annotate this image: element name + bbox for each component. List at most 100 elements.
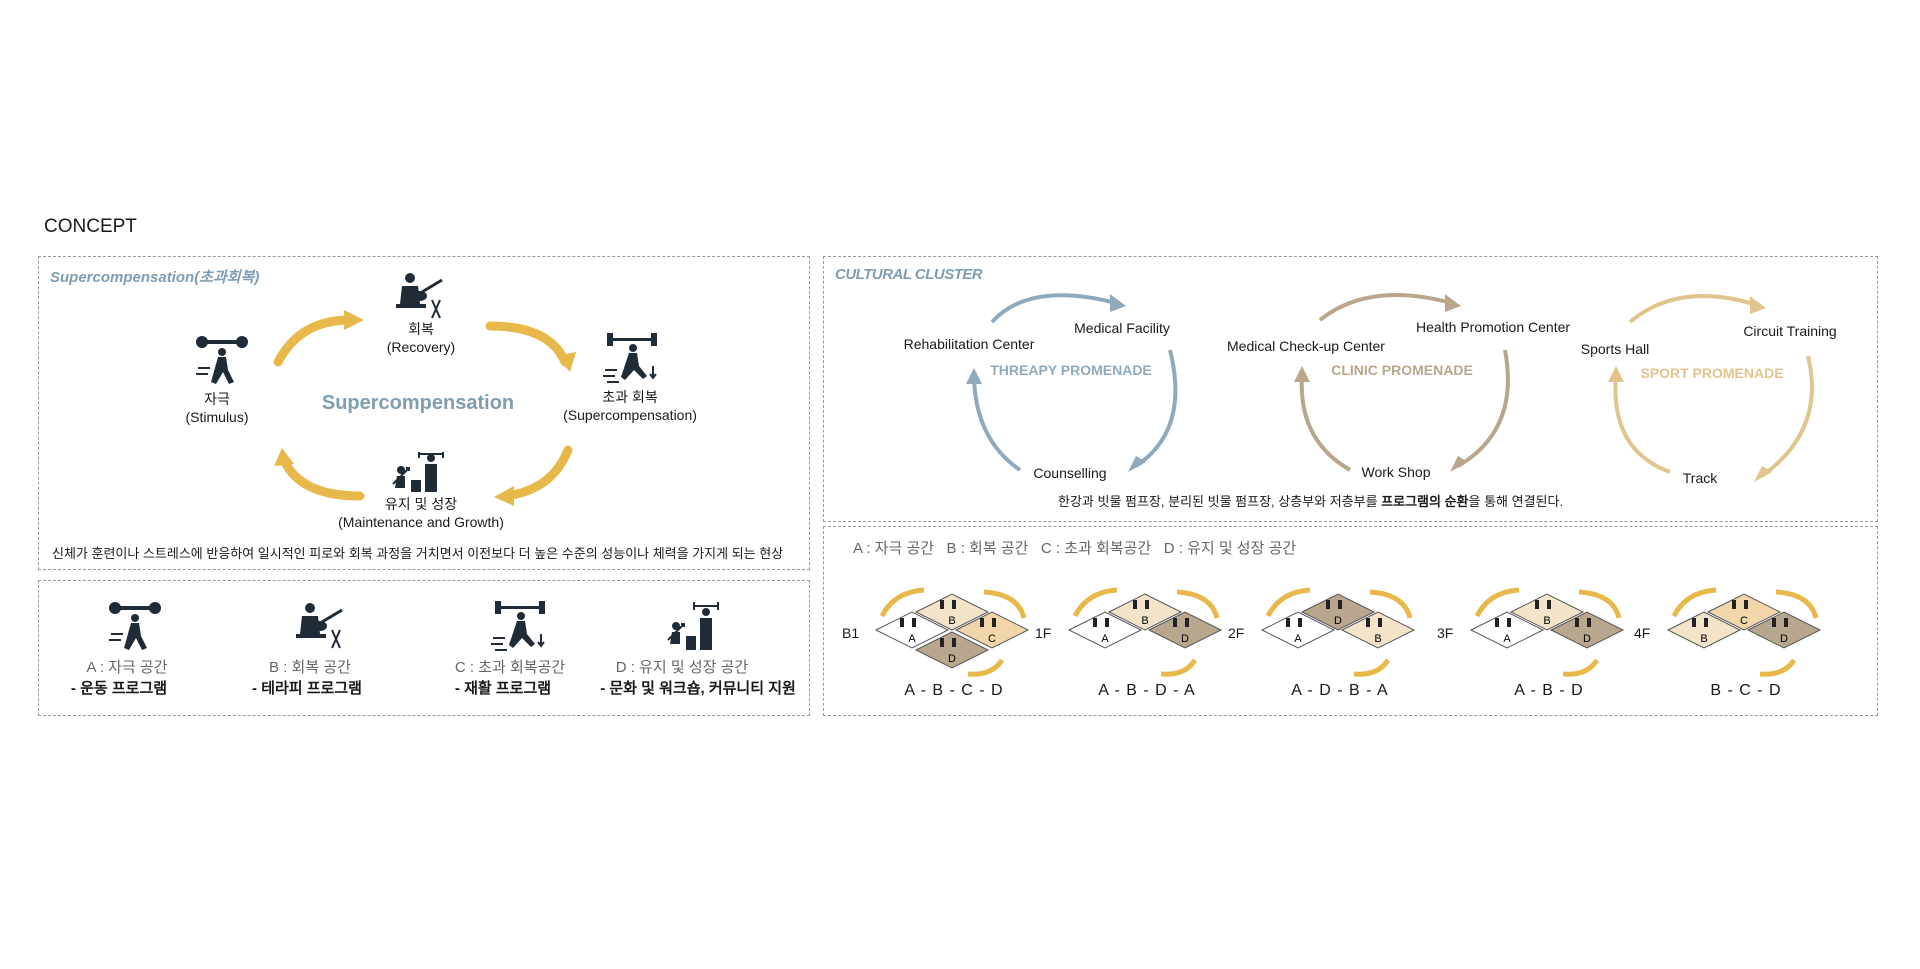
therapy-promenade-label: THREAPY PROMENADE [990, 362, 1152, 378]
circulation-arrow [967, 658, 1005, 677]
figure-silhouette [980, 618, 984, 627]
cluster-note: 한강과 빗물 펌프장, 분리된 빗물 펌프장, 상층부와 저층부를 프로그램의 … [1058, 494, 1564, 509]
floor-tile-letter: B [948, 615, 955, 627]
growth-icon [392, 452, 444, 492]
floor-tile-letter: B [1141, 615, 1148, 627]
stage-maintenance-label: 유지 및 성장(Maintenance and Growth) [338, 496, 504, 530]
figure-silhouette [940, 638, 944, 647]
floor-tile-letter: A [1503, 633, 1511, 645]
circulation-arrow [1265, 587, 1311, 618]
cycle-arrow-4 [279, 455, 365, 501]
circulation-arrow [1775, 589, 1819, 619]
floor-sequence-label: A - D - B - A [1291, 682, 1389, 699]
athlete-icon [603, 333, 657, 383]
circulation-arrow [1369, 589, 1413, 619]
figure-silhouette [1093, 618, 1097, 627]
figure-silhouette [1326, 600, 1330, 609]
therapy-loop-arrows [966, 293, 1178, 472]
cycle-arrow-3 [501, 445, 573, 501]
circulation-arrow [1072, 587, 1118, 618]
floor-diagram-3f: A B D [1469, 587, 1625, 677]
figure-silhouette [900, 618, 904, 627]
figure-silhouette [1772, 618, 1776, 627]
floor-diagram-b1: A B C D [874, 587, 1030, 677]
cultural-cluster-title: CULTURAL CLUSTER [835, 266, 983, 283]
figure-silhouette [952, 638, 956, 647]
figure-silhouette [1784, 618, 1788, 627]
supercompensation-title: Supercompensation(초과회복) [50, 269, 260, 286]
figure-silhouette [1575, 618, 1579, 627]
floor-sequence-label: A - B - D [1514, 682, 1584, 699]
circulation-arrow [1160, 658, 1198, 677]
floor-diagram-1f: ABD [1067, 587, 1223, 677]
floor-tile-letter: A [1294, 633, 1302, 645]
figure-silhouette [1732, 600, 1736, 609]
therapy-node-medical: Medical Facility [1074, 320, 1170, 336]
space-c-program: - 재활 프로그램 [454, 680, 552, 697]
stage-stimulus-label: 자극(Stimulus) [185, 391, 249, 425]
figure-silhouette [1298, 618, 1302, 627]
sport-loop-arrows [1608, 294, 1814, 482]
spaces-panel [38, 580, 810, 716]
figure-silhouette [912, 618, 916, 627]
floor-level-label: 3F [1437, 625, 1454, 641]
figure-silhouette [1378, 618, 1382, 627]
space-d-label: D : 유지 및 성장 공간 [615, 659, 749, 676]
floor-diagram-panel [823, 526, 1878, 716]
space-b-icon [296, 603, 343, 649]
guitar-player-icon [396, 273, 443, 319]
floor-level-label: 2F [1228, 625, 1245, 641]
figure-silhouette [940, 600, 944, 609]
figure-silhouette [1338, 600, 1342, 609]
figure-silhouette [1535, 600, 1539, 609]
floor-level-label: B1 [842, 625, 860, 641]
space-d-program: - 문화 및 워크숍, 커뮤니티 지원 [600, 680, 796, 697]
floor-tile-letter: B [1374, 633, 1381, 645]
figure-silhouette [1173, 618, 1177, 627]
space-a-icon [109, 602, 161, 650]
floor-tile-letter: D [1334, 615, 1342, 627]
figure-silhouette [1507, 618, 1511, 627]
figure-silhouette [1587, 618, 1591, 627]
floor-tile-letter: D [1583, 633, 1591, 645]
floor-tile-letter: C [988, 633, 996, 645]
weightlifter-icon [196, 336, 248, 384]
floor-tile-letter: D [1780, 633, 1788, 645]
space-b-label: B : 회복 공간 [269, 659, 351, 676]
space-c-icon [491, 601, 545, 651]
cycle-arrow-1 [273, 315, 355, 367]
floor-level-label: 4F [1634, 625, 1651, 641]
floor-sequence-label: A - B - D - A [1098, 682, 1196, 699]
floor-sequence-label: A - B - C - D [904, 682, 1004, 699]
figure-silhouette [1145, 600, 1149, 609]
sport-node-circuit: Circuit Training [1743, 323, 1837, 339]
floor-diagram-2f: A D B [1260, 587, 1416, 677]
supercompensation-description: 신체가 훈련이나 스트레스에 반응하여 일시적인 피로와 회복 과정을 거치면서… [52, 546, 784, 561]
circulation-arrow [1759, 658, 1797, 677]
cultural-cluster-panel [823, 256, 1878, 522]
clinic-promenade-label: CLINIC PROMENADE [1331, 362, 1473, 378]
space-a-label: A : 자극 공간 [86, 659, 168, 676]
floor-tile-letter: B [1543, 615, 1550, 627]
space-a-program: - 운동 프로그램 [70, 680, 168, 697]
floor-tile-letter: A [908, 633, 916, 645]
page-title: CONCEPT [44, 216, 137, 237]
sport-promenade-label: SPORT PROMENADE [1640, 365, 1784, 381]
figure-silhouette [1185, 618, 1189, 627]
therapy-node-counselling: Counselling [1033, 465, 1107, 481]
clinic-node-checkup: Medical Check-up Center [1227, 338, 1385, 354]
supercompensation-panel [38, 256, 810, 570]
figure-silhouette [1286, 618, 1290, 627]
floor-tile-letter: D [1181, 633, 1189, 645]
space-legend: A : 자극 공간 B : 회복 공간 C : 초과 회복공간 D : 유지 및… [853, 540, 1297, 557]
floor-tile-letter: D [948, 653, 956, 665]
circulation-arrow [1562, 658, 1600, 677]
figure-silhouette [1547, 600, 1551, 609]
floor-sequence-label: B - C - D [1710, 682, 1782, 699]
circulation-arrow [1353, 658, 1391, 677]
figure-silhouette [1105, 618, 1109, 627]
circulation-arrow [1578, 589, 1622, 619]
clinic-node-health: Health Promotion Center [1415, 319, 1571, 335]
circulation-arrow [983, 589, 1027, 619]
cycle-center-label: Supercompensation [321, 392, 515, 414]
